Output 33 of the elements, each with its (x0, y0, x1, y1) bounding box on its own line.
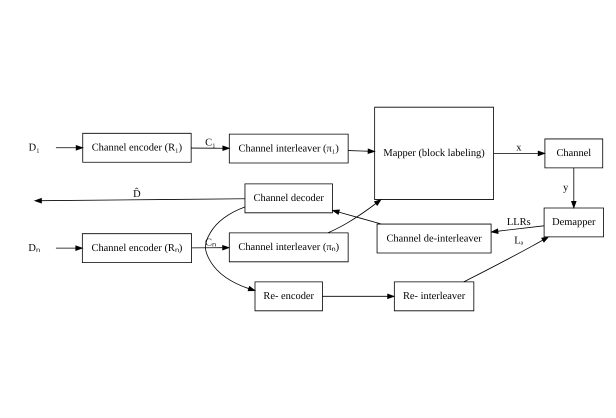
edge-label: y (563, 182, 568, 194)
edge-label: LLRs (506, 217, 531, 228)
arrow (490, 225, 544, 234)
arrow (205, 206, 256, 292)
arrow (191, 244, 230, 250)
arrow (328, 198, 382, 234)
edge-label: C₁ (205, 138, 216, 149)
arrow (348, 148, 376, 154)
node-box: Channel de-interleaver (376, 224, 492, 254)
arrow (322, 294, 396, 300)
arrow (190, 145, 230, 152)
arrow (34, 198, 246, 204)
edge-label: Lₐ (514, 236, 524, 247)
arrow (56, 144, 84, 151)
node-box: Re- encoder (254, 281, 323, 312)
edge-label: x (516, 142, 522, 154)
node-box: Re- interleaver (394, 281, 474, 312)
arrow (56, 245, 84, 251)
node-box: Channel encoder (Rₙ) (82, 233, 192, 263)
arrow (571, 168, 577, 210)
node-text: Dₙ (28, 242, 40, 254)
node-box: Channel encoder (R₁) (82, 132, 192, 163)
node-text: D₁ (28, 142, 40, 154)
node-box: Mapper (block labeling) (374, 106, 494, 200)
node-box: Channel decoder (244, 184, 333, 214)
node-box: Channel (544, 138, 604, 168)
arrow (463, 236, 550, 282)
arrow (493, 150, 546, 156)
arrow (331, 210, 382, 224)
edge-label: D̂ (133, 189, 141, 200)
node-box: Channel interleaver (π₁) (228, 134, 349, 164)
node-box: Demapper (544, 208, 604, 238)
node-box: Channel interleaver (πₙ) (228, 232, 349, 262)
